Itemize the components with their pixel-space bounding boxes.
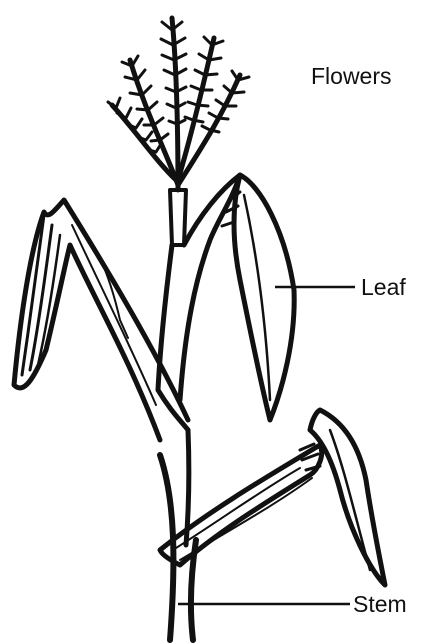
upper-leaf: [158, 175, 294, 430]
stem-label: Stem: [353, 591, 407, 617]
leaf-label: Leaf: [361, 274, 406, 300]
flowers-label: Flowers: [311, 63, 392, 89]
